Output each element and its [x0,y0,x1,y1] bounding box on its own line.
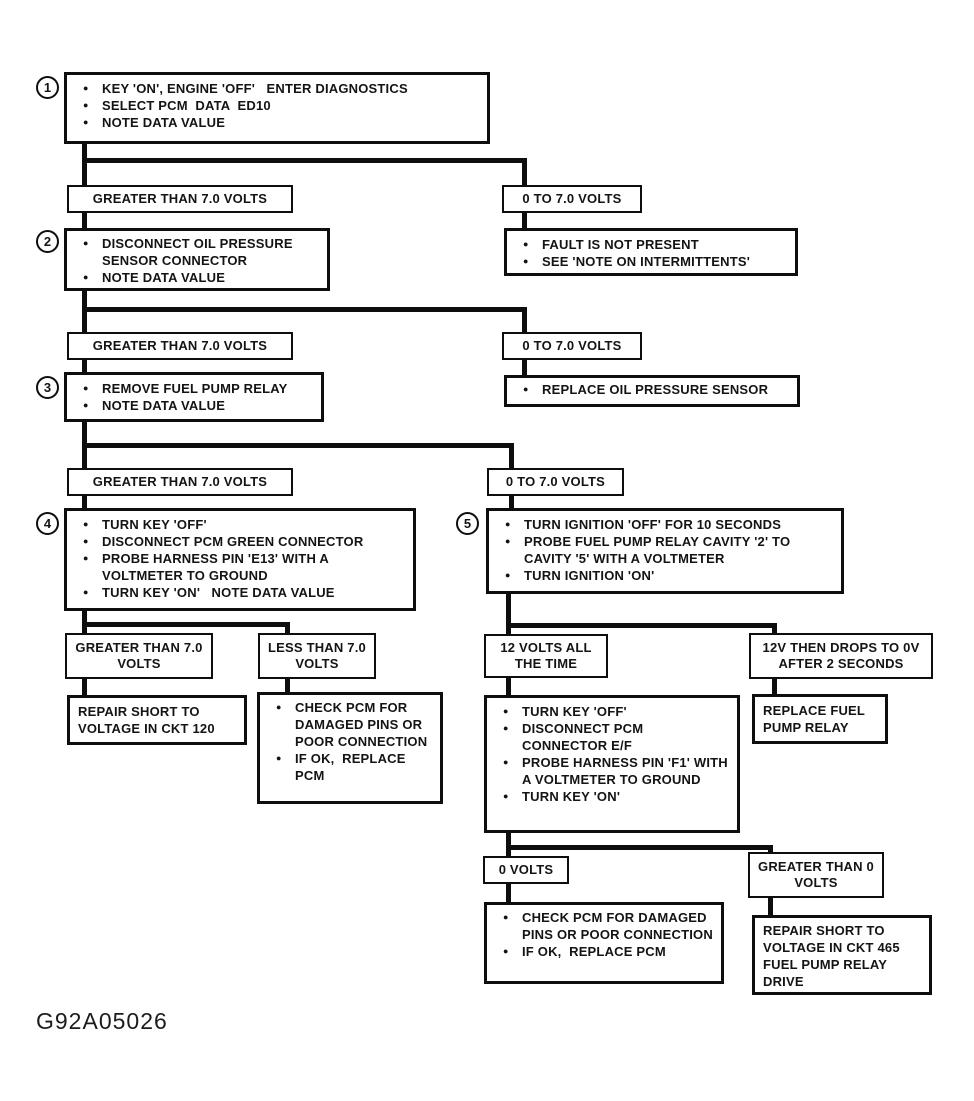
bullet-item: TURN KEY 'ON' [495,788,729,805]
check-pcm-mid-box: CHECK PCM FOR DAMAGED PINS OR POOR CONNE… [257,692,443,804]
step-4-box: TURN KEY 'OFF' DISCONNECT PCM GREEN CONN… [64,508,416,611]
bullet-item: REMOVE FUEL PUMP RELAY [75,380,313,397]
bullet-item: CHECK PCM FOR DAMAGED PINS OR POOR CONNE… [495,909,713,943]
branch-6-left-label: 0 VOLTS [483,856,569,884]
branch-5-left-label: 12 VOLTS ALL THE TIME [484,634,608,678]
connector-line [768,845,773,856]
step-6-box: TURN KEY 'OFF' DISCONNECT PCM CONNECTOR … [484,695,740,833]
branch-1-left-label: GREATER THAN 7.0 VOLTS [67,185,293,213]
bullet-item: KEY 'ON', ENGINE 'OFF' ENTER DIAGNOSTICS [75,80,479,97]
connector-line [506,833,511,856]
connector-line [285,622,290,633]
connector-line [82,144,87,185]
bullet-item: NOTE DATA VALUE [75,114,479,131]
step-3-box: REMOVE FUEL PUMP RELAY NOTE DATA VALUE [64,372,324,422]
step-1-badge: 1 [36,76,59,99]
replace-fuel-pump-relay-box: REPLACE FUEL PUMP RELAY [752,694,888,744]
bullet-item: CHECK PCM FOR DAMAGED PINS OR POOR CONNE… [268,699,432,750]
connector-line [82,443,514,448]
bullet-item: PROBE HARNESS PIN 'F1' WITH A VOLTMETER … [495,754,729,788]
fault-not-present-box: FAULT IS NOT PRESENT SEE 'NOTE ON INTERM… [504,228,798,276]
step-4-badge: 4 [36,512,59,535]
connector-line [509,496,514,508]
connector-line [285,679,290,692]
connector-line [82,622,290,627]
step-1-box: KEY 'ON', ENGINE 'OFF' ENTER DIAGNOSTICS… [64,72,490,144]
bullet-item: IF OK, REPLACE PCM [268,750,432,784]
connector-line [82,360,87,372]
connector-line [506,594,511,634]
step-5-badge: 5 [456,512,479,535]
connector-line [509,443,514,468]
repair-ckt-120-box: REPAIR SHORT TO VOLTAGE IN CKT 120 [67,695,247,745]
bullet-item: TURN KEY 'OFF' [75,516,405,533]
connector-line [506,884,511,902]
connector-line [522,213,527,228]
bullet-item: PROBE HARNESS PIN 'E13' WITH A VOLTMETER… [75,550,405,584]
figure-id-caption: G92A05026 [36,1008,168,1034]
bullet-item: IF OK, REPLACE PCM [495,943,713,960]
branch-5-right-label: 12V THEN DROPS TO 0V AFTER 2 SECONDS [749,633,933,679]
connector-line [772,679,777,694]
branch-2-left-label: GREATER THAN 7.0 VOLTS [67,332,293,360]
check-pcm-bottom-box: CHECK PCM FOR DAMAGED PINS OR POOR CONNE… [484,902,724,984]
bullet-item: DISCONNECT PCM CONNECTOR E/F [495,720,729,754]
bullet-item: DISCONNECT OIL PRESSURE SENSOR CONNECTOR [75,235,319,269]
repair-ckt-465-box: REPAIR SHORT TO VOLTAGE IN CKT 465 FUEL … [752,915,932,995]
connector-line [82,158,527,163]
bullet-item: REPLACE OIL PRESSURE SENSOR [515,381,789,398]
branch-3-right-label: 0 TO 7.0 VOLTS [487,468,624,496]
connector-line [522,158,527,185]
connector-line [506,623,777,628]
bullet-item: DISCONNECT PCM GREEN CONNECTOR [75,533,405,550]
connector-line [82,679,87,695]
connector-line [82,213,87,228]
branch-3-left-label: GREATER THAN 7.0 VOLTS [67,468,293,496]
connector-line [768,898,773,915]
connector-line [82,307,527,312]
branch-4-left-label: GREATER THAN 7.0 VOLTS [65,633,213,679]
step-5-box: TURN IGNITION 'OFF' FOR 10 SECONDS PROBE… [486,508,844,594]
branch-2-right-label: 0 TO 7.0 VOLTS [502,332,642,360]
bullet-item: PROBE FUEL PUMP RELAY CAVITY '2' TO CAVI… [497,533,833,567]
branch-4-right-label: LESS THAN 7.0 VOLTS [258,633,376,679]
step-2-badge: 2 [36,230,59,253]
bullet-item: NOTE DATA VALUE [75,269,319,286]
bullet-item: TURN IGNITION 'ON' [497,567,833,584]
branch-6-right-label: GREATER THAN 0 VOLTS [748,852,884,898]
connector-line [522,360,527,375]
bullet-item: SEE 'NOTE ON INTERMITTENTS' [515,253,787,270]
connector-line [506,845,773,850]
connector-line [772,623,777,634]
bullet-item: NOTE DATA VALUE [75,397,313,414]
replace-oil-sensor-box: REPLACE OIL PRESSURE SENSOR [504,375,800,407]
connector-line [522,307,527,332]
step-3-badge: 3 [36,376,59,399]
bullet-item: FAULT IS NOT PRESENT [515,236,787,253]
bullet-item: SELECT PCM DATA ED10 [75,97,479,114]
bullet-item: TURN KEY 'ON' NOTE DATA VALUE [75,584,405,601]
connector-line [506,678,511,695]
branch-1-right-label: 0 TO 7.0 VOLTS [502,185,642,213]
step-2-box: DISCONNECT OIL PRESSURE SENSOR CONNECTOR… [64,228,330,291]
bullet-item: TURN KEY 'OFF' [495,703,729,720]
connector-line [82,496,87,508]
bullet-item: TURN IGNITION 'OFF' FOR 10 SECONDS [497,516,833,533]
